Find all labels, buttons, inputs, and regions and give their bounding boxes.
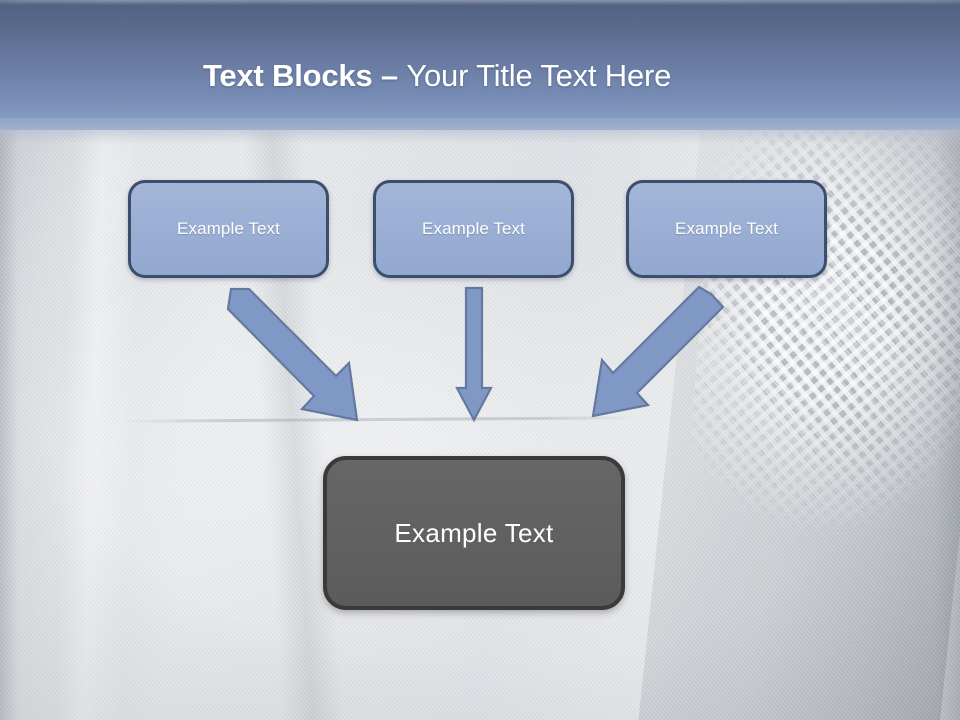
text-block-3-label: Example Text xyxy=(675,219,778,238)
text-block-2[interactable]: Example Text xyxy=(373,180,574,278)
result-block-label: Example Text xyxy=(394,517,554,548)
text-block-1[interactable]: Example Text xyxy=(128,180,329,278)
page-title-bold: Text Blocks xyxy=(203,58,373,93)
text-block-2-label: Example Text xyxy=(422,219,525,238)
page-title: Text Blocks – Your Title Text Here xyxy=(203,54,923,98)
text-block-1-label: Example Text xyxy=(177,219,280,238)
title-banner xyxy=(0,0,960,130)
page-title-separator: – xyxy=(372,58,407,93)
title-banner-fade xyxy=(0,118,960,144)
text-block-3[interactable]: Example Text xyxy=(626,180,827,278)
page-title-regular: Your Title Text Here xyxy=(406,58,672,93)
result-block[interactable]: Example Text xyxy=(323,456,625,610)
